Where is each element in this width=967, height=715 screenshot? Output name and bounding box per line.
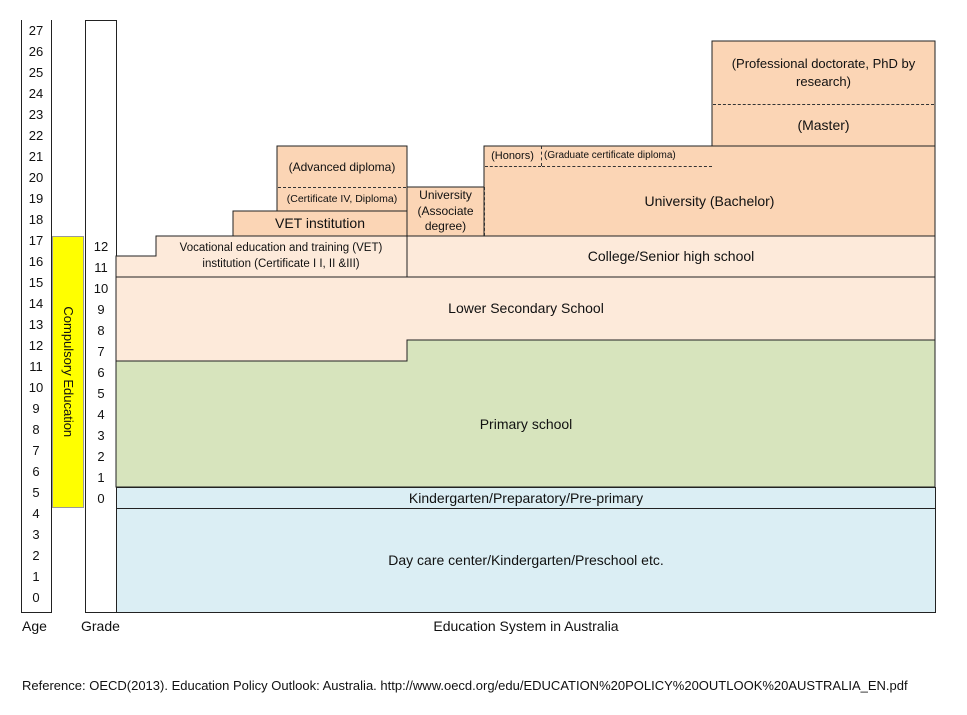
stage-cert-iv-label: (Certificate IV, Diploma) [286, 192, 398, 205]
stage-grad-cert: (Graduate certificate diploma) [541, 146, 691, 166]
stage-univ-assoc-label: University (Associate degree) [417, 188, 474, 234]
grade-tick: 5 [97, 386, 105, 401]
stage-doctorate-label: (Professional doctorate, PhD by research… [731, 55, 916, 89]
age-tick: 11 [29, 359, 43, 374]
stage-cert-iv: (Certificate IV, Diploma) [277, 187, 407, 211]
age-tick: 13 [28, 317, 44, 332]
grade-tick: 11 [94, 260, 108, 275]
age-tick: 21 [28, 149, 44, 164]
reference-text: Reference: OECD(2013). Education Policy … [22, 678, 908, 693]
age-tick: 15 [28, 275, 44, 290]
stage-daycare-label: Day care center/Kindergarten/Preschool e… [388, 552, 664, 569]
age-tick: 8 [32, 422, 40, 437]
grade-tick: 2 [97, 449, 105, 464]
grade-tick: 12 [93, 239, 109, 254]
grade-axis-label: Grade [81, 618, 120, 634]
grade-tick: 7 [97, 344, 105, 359]
stage-primary-label: Primary school [479, 415, 573, 432]
stage-vet-institution-shape [232, 210, 408, 237]
stage-daycare: Day care center/Kindergarten/Preschool e… [116, 508, 936, 613]
grade-tick: 3 [97, 428, 105, 443]
divider-grad-cert [542, 166, 712, 167]
age-tick: 6 [32, 464, 40, 479]
age-tick: 27 [28, 23, 44, 38]
divider-cert-iv [278, 187, 406, 188]
age-tick: 16 [28, 254, 44, 269]
divider-honors [485, 166, 541, 167]
compulsory-education-bar: Compulsory Education [52, 236, 84, 508]
stage-adv-diploma-shape [276, 145, 408, 212]
age-tick: 25 [28, 65, 44, 80]
stage-kindergarten-label: Kindergarten/Preparatory/Pre-primary [408, 489, 644, 506]
grade-tick: 0 [97, 491, 105, 506]
age-tick: 24 [28, 86, 44, 101]
age-column-left-border [21, 20, 22, 613]
grade-tick: 10 [93, 281, 109, 296]
age-tick: 1 [32, 569, 40, 584]
age-tick: 2 [32, 548, 40, 563]
age-tick: 22 [28, 128, 44, 143]
stage-master-label: (Master) [797, 116, 850, 133]
age-tick: 12 [28, 338, 44, 353]
grade-tick: 4 [97, 407, 105, 422]
stage-lower-secondary: Lower Secondary School [116, 277, 936, 340]
grade-tick: 8 [97, 323, 105, 338]
divider-honors-grad [541, 146, 542, 166]
age-tick: 14 [28, 296, 44, 311]
stage-postgrad-shape [711, 40, 936, 147]
stage-primary: Primary school [116, 361, 936, 487]
stage-vet-institution-label: VET institution [274, 215, 365, 232]
stage-univ-bachelor: University (Bachelor) [484, 166, 935, 236]
age-axis-label: Age [22, 618, 47, 634]
age-column-right-border [51, 20, 52, 613]
stage-adv-diploma: (Advanced diploma) [277, 150, 407, 184]
grade-tick: 1 [97, 470, 105, 485]
stage-vet-institution: VET institution [233, 211, 407, 236]
stage-adv-diploma-label: (Advanced diploma) [288, 159, 396, 174]
stage-kindergarten: Kindergarten/Preparatory/Pre-primary [116, 487, 936, 509]
stage-grad-cert-label: (Graduate certificate diploma) [544, 150, 676, 162]
stage-master: (Master) [712, 104, 935, 146]
divider-doctorate [713, 104, 934, 105]
divider-assoc-bachelor [484, 187, 485, 236]
age-tick: 4 [32, 506, 40, 521]
age-column-bottom-border [21, 612, 52, 613]
stage-college-label: College/Senior high school [587, 248, 755, 265]
stage-college-shape [406, 235, 936, 278]
age-tick: 0 [32, 590, 40, 605]
stage-vet-cert: Vocational education and training (VET) … [156, 237, 406, 277]
stage-honors: (Honors) [484, 146, 541, 166]
stage-univ-assoc: University (Associate degree) [407, 187, 484, 236]
stage-honors-label: (Honors) [491, 149, 534, 162]
age-tick: 7 [32, 443, 40, 458]
age-tick: 9 [32, 401, 40, 416]
age-tick: 3 [32, 527, 40, 542]
stage-lower-secondary-label: Lower Secondary School [448, 300, 604, 317]
stage-doctorate: (Professional doctorate, PhD by research… [712, 41, 935, 104]
age-tick: 10 [28, 380, 44, 395]
age-tick: 19 [28, 191, 44, 206]
stage-college: College/Senior high school [407, 236, 935, 277]
grade-tick: 9 [97, 302, 105, 317]
age-tick: 17 [28, 233, 44, 248]
age-tick: 20 [28, 170, 44, 185]
age-tick: 18 [28, 212, 44, 227]
stage-univ-bachelor-label: University (Bachelor) [644, 192, 775, 209]
age-tick: 23 [28, 107, 44, 122]
age-tick: 5 [32, 485, 40, 500]
stage-univ-assoc-shape [406, 186, 485, 237]
x-axis-title: Education System in Australia [433, 618, 619, 634]
stage-univ-bachelor-shape [483, 145, 936, 237]
grade-tick: 6 [97, 365, 105, 380]
stage-vet-cert-label: Vocational education and training (VET) … [179, 242, 383, 270]
age-tick: 26 [28, 44, 44, 59]
